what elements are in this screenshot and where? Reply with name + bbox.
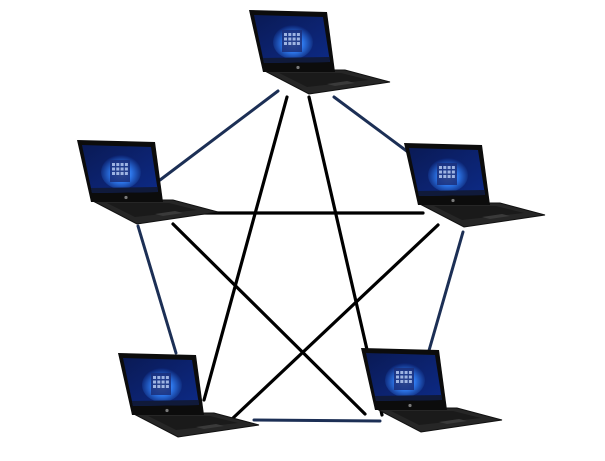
edge-n1-n4 xyxy=(202,95,289,402)
edge-n2-n4 xyxy=(230,223,440,421)
laptop-top-icon xyxy=(249,10,391,95)
edge-n1-n2 xyxy=(332,95,410,154)
laptop-nodes xyxy=(77,10,546,438)
connection-lines xyxy=(136,89,465,423)
edge-n2-n3 xyxy=(426,230,465,356)
edge-n3-n5 xyxy=(171,222,367,416)
edge-n4-n5 xyxy=(136,224,178,355)
edge-n5-n1 xyxy=(158,89,280,182)
edge-n3-n4 xyxy=(252,418,382,423)
laptop-bottom-left-icon xyxy=(118,353,260,438)
laptop-left-icon xyxy=(77,140,219,225)
laptop-bottom-right-icon xyxy=(361,348,503,433)
laptop-right-icon xyxy=(404,143,546,228)
